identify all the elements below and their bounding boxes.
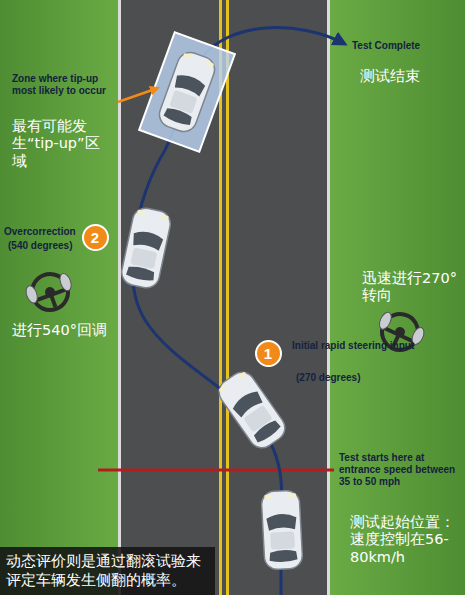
zone-label-zh: 最有可能发生“tip-up”区域 (12, 118, 112, 170)
callout-number: 2 (82, 224, 109, 251)
step-angle: (270 degrees) (296, 372, 360, 384)
step-label: Overcorrection (4, 226, 76, 238)
end-label-zh: 测试结束 (360, 68, 420, 85)
step-label: Initial rapid steering input (292, 340, 414, 352)
start-label-zh: 测试起始位置：速度控制在56-80km/h (350, 514, 458, 566)
step-label-zh: 迅速进行270°转向 (362, 270, 458, 305)
zone-label: Zone where tip-up most likely to occur (12, 73, 124, 97)
end-label: Test Complete (352, 40, 420, 52)
callout-number: 1 (255, 340, 282, 367)
callout-text: 2 (91, 229, 99, 246)
start-label: Test starts here at entrance speed betwe… (339, 452, 461, 488)
caption: 动态评价则是通过翻滚试验来评定车辆发生侧翻的概率。 (0, 547, 215, 595)
step-angle: (540 degrees) (8, 240, 72, 252)
step-label-zh: 进行540°回调 (12, 322, 107, 339)
callout-text: 1 (264, 345, 272, 362)
